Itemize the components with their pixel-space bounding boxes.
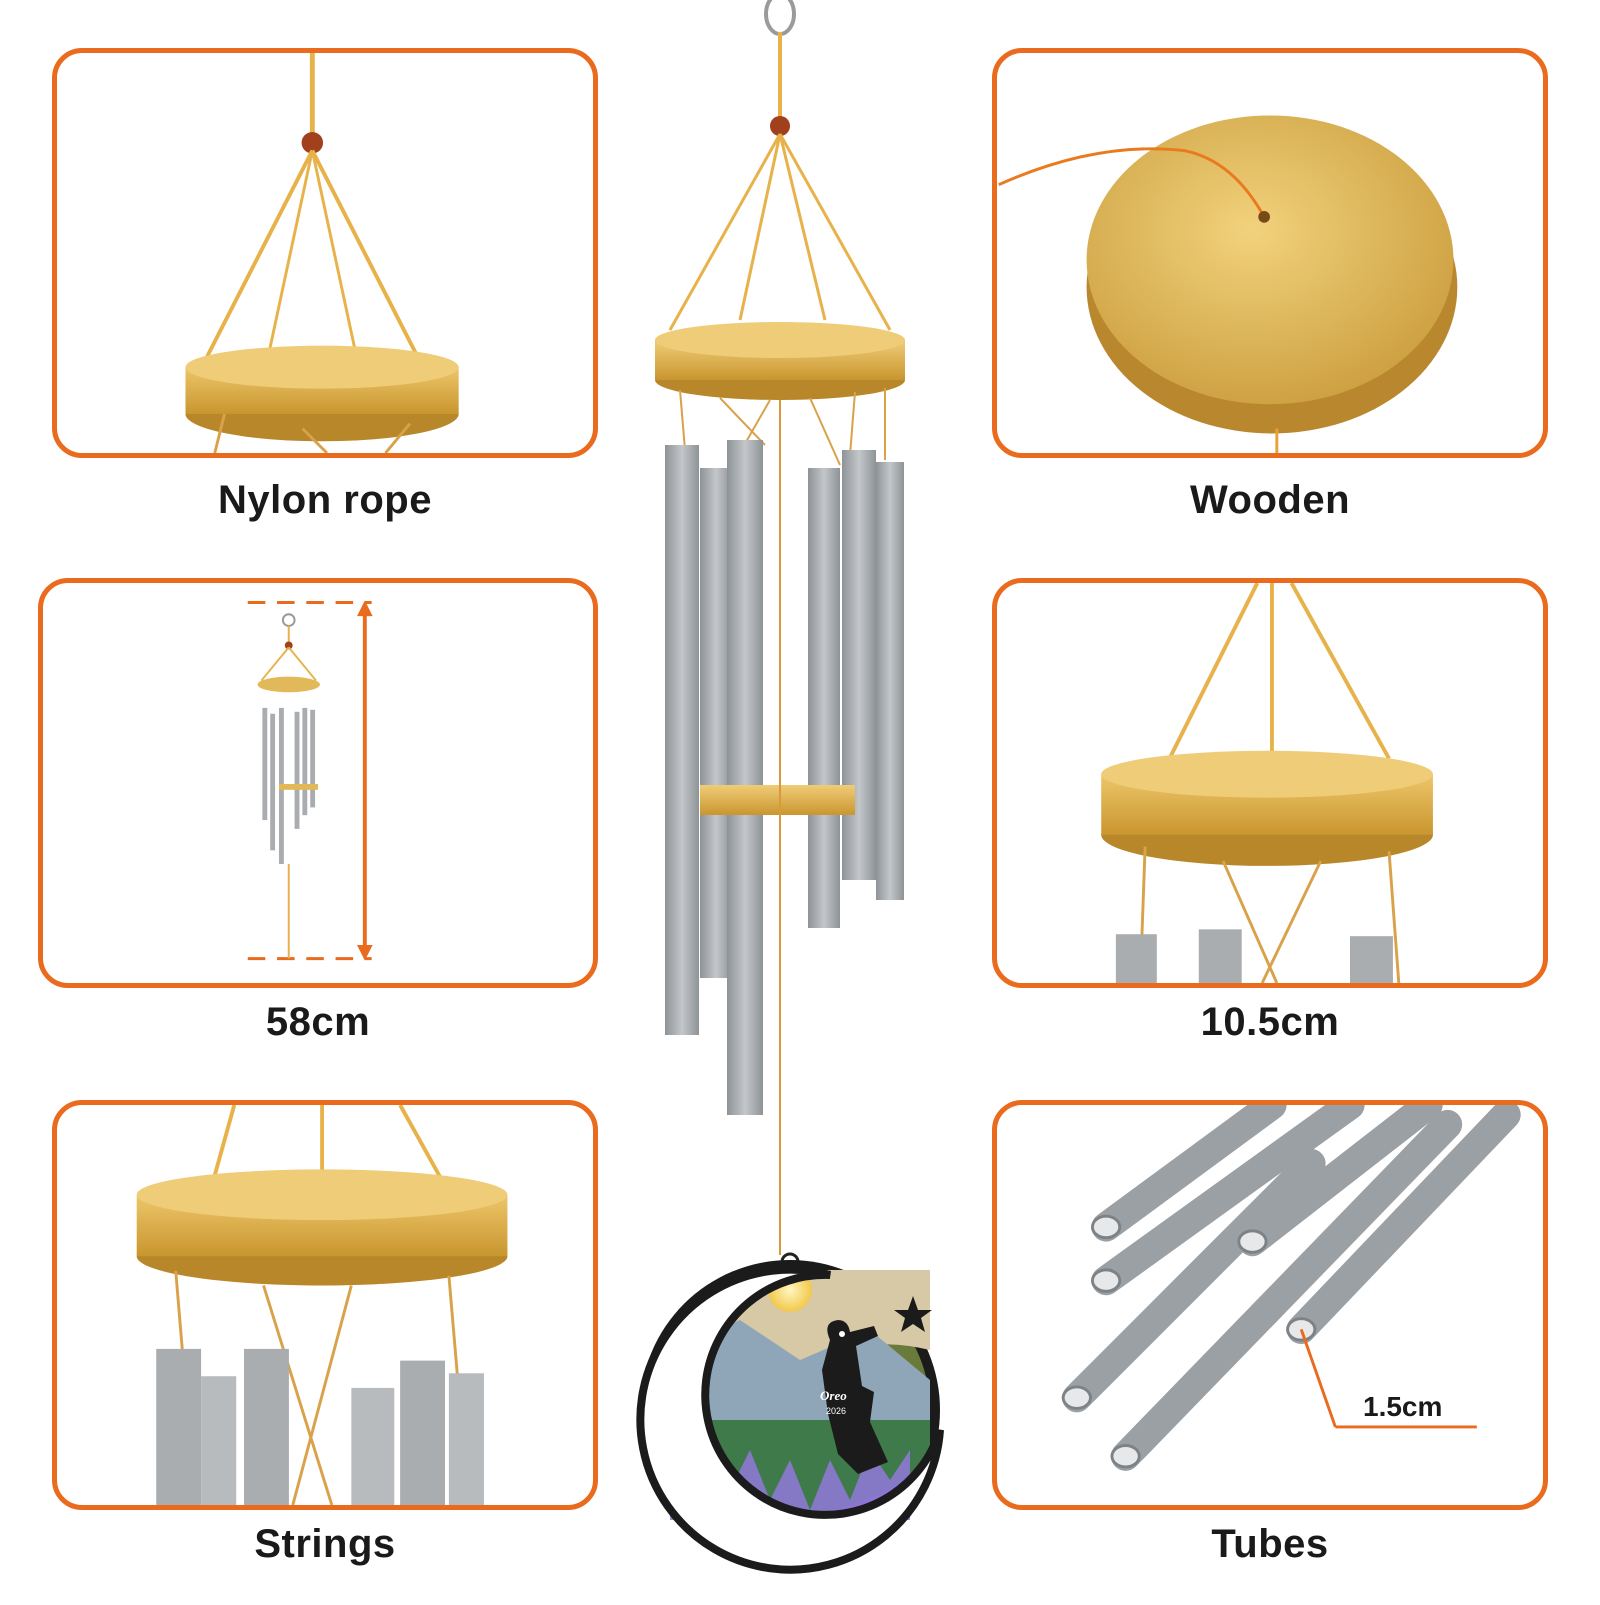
caption-nylon-rope: Nylon rope bbox=[218, 478, 432, 522]
caption-length: 58cm bbox=[265, 1000, 371, 1044]
panel-length bbox=[38, 578, 598, 988]
wooden-disc-image bbox=[998, 115, 1458, 453]
panel-wooden bbox=[992, 48, 1548, 458]
tubes-image bbox=[1061, 1105, 1521, 1471]
nylon-rope-image bbox=[185, 53, 459, 453]
caption-tubes: Tubes bbox=[1211, 1522, 1329, 1566]
length-diagram bbox=[247, 600, 373, 961]
caption-wooden: Wooden bbox=[1189, 478, 1350, 522]
panel-tubes: 1.5cm bbox=[992, 1100, 1548, 1510]
moon-pendant: Oreo 2026 bbox=[636, 1260, 944, 1574]
caption-strings: Strings bbox=[254, 1522, 396, 1566]
pendant-year: 2026 bbox=[826, 1406, 846, 1416]
panel-diameter bbox=[992, 578, 1548, 988]
strings-image bbox=[136, 1105, 508, 1505]
wind-chime-main-image: Oreo 2026 bbox=[630, 0, 970, 1600]
panel-strings bbox=[52, 1100, 598, 1510]
pendant-name: Oreo bbox=[820, 1388, 847, 1403]
panel-nylon-rope bbox=[52, 48, 598, 458]
tube-diameter-label: 1.5cm bbox=[1363, 1391, 1443, 1422]
wood-top-image bbox=[1101, 583, 1433, 983]
caption-diameter: 10.5cm bbox=[1200, 1000, 1340, 1044]
